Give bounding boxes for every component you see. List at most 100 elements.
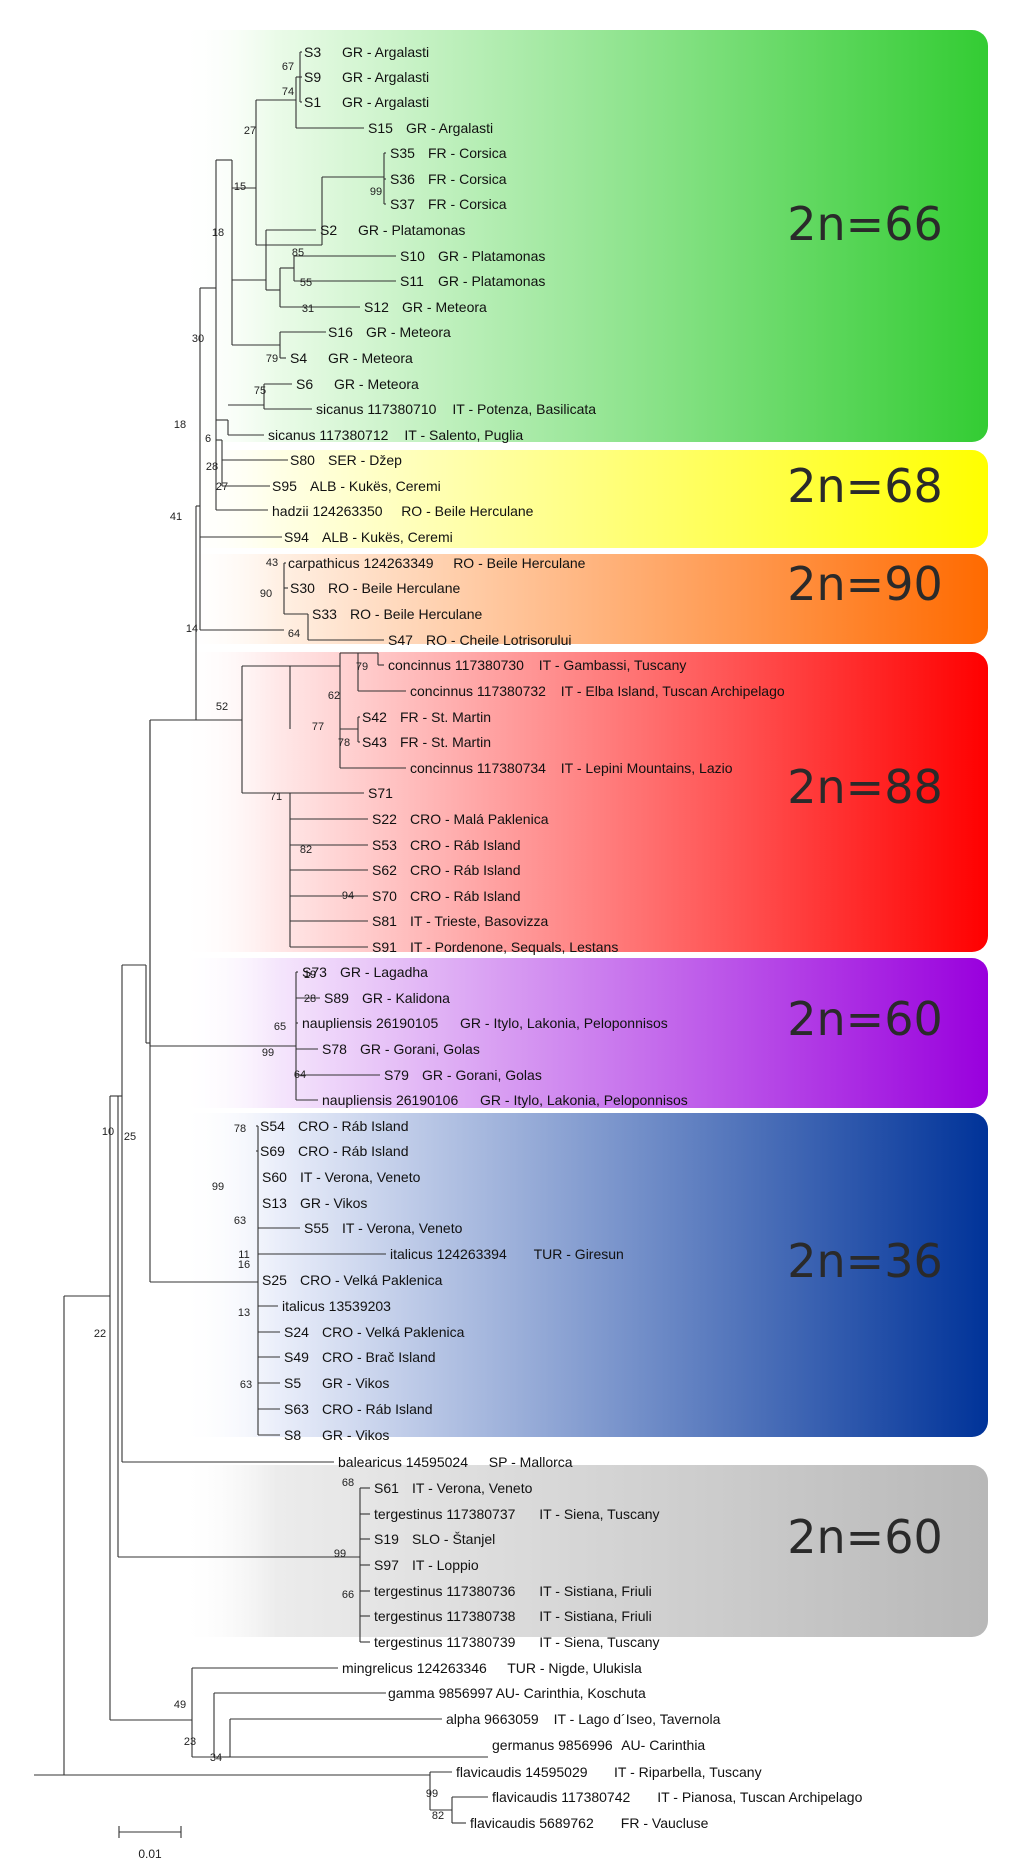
bootstrap-value-36: 25	[124, 1131, 136, 1143]
leaf-id: S91	[372, 939, 397, 955]
ploidy-group-bands	[180, 30, 988, 1637]
bootstrap-value-6: 55	[300, 277, 312, 289]
leaf-id: S73	[302, 964, 327, 980]
leaf-11: S16 GR - Meteora	[328, 324, 451, 340]
bootstrap-value-38: 99	[212, 1181, 224, 1193]
leaf-id: S11	[400, 273, 424, 289]
leaf-id: S78	[322, 1041, 347, 1057]
leaf-location: FR - Corsica	[428, 145, 507, 161]
bootstrap-value-37: 78	[234, 1123, 246, 1135]
leaf-id: S4	[290, 350, 307, 366]
leaf-location: RO - Beile Herculane	[328, 580, 460, 596]
leaf-location: GR - Argalasti	[406, 120, 493, 136]
leaf-48: S25 CRO - Velká Paklenica	[262, 1272, 443, 1288]
leaf-id: flavicaudis 117380742	[492, 1789, 631, 1805]
scale-bar-label: 0.01	[138, 1847, 162, 1861]
bootstrap-value-42: 13	[238, 1307, 250, 1319]
leaf-location: GR - Platamonas	[438, 248, 545, 264]
tree-branches	[34, 51, 488, 1824]
bootstrap-value-50: 34	[210, 1752, 222, 1764]
bootstrap-value-51: 99	[426, 1788, 438, 1800]
leaf-location: IT - Sistiana, Friuli	[539, 1583, 652, 1599]
leaf-location: IT - Gambassi, Tuscany	[539, 657, 687, 673]
leaf-id: S71	[368, 785, 393, 801]
leaf-id: sicanus 117380712	[268, 427, 389, 443]
leaf-location: FR - Vaucluse	[621, 1815, 709, 1831]
leaf-id: S63	[284, 1401, 309, 1417]
leaf-id: balearicus 14595024	[338, 1454, 468, 1470]
leaf-location: RO - Cheile Lotrisorului	[426, 632, 572, 648]
leaf-id: S25	[262, 1272, 287, 1288]
leaf-id: alpha 9663059	[446, 1711, 539, 1727]
leaf-39: S78 GR - Gorani, Golas	[322, 1041, 480, 1057]
leaf-location: GR - Kalidona	[362, 990, 450, 1006]
bootstrap-value-49: 23	[184, 1736, 196, 1748]
leaf-location: CRO - Ráb Island	[410, 837, 520, 853]
leaf-id: S81	[372, 913, 397, 929]
leaf-location: RO - Beile Herculane	[453, 555, 585, 571]
bootstrap-value-11: 75	[254, 385, 266, 397]
leaf-location: GR - Gorani, Golas	[360, 1041, 480, 1057]
leaf-location: FR - St. Martin	[400, 709, 491, 725]
group-band-4	[180, 958, 988, 1108]
leaf-location: GR - Meteora	[328, 350, 413, 366]
leaf-location: GR - Argalasti	[342, 94, 429, 110]
leaf-id: S60	[262, 1169, 287, 1185]
leaf-id: S37	[390, 196, 415, 212]
leaf-id: S36	[390, 171, 415, 187]
leaf-id: germanus 9856996	[492, 1737, 613, 1753]
bootstrap-value-12: 18	[174, 419, 186, 431]
bootstrap-value-29: 19	[304, 969, 316, 981]
leaf-location: GR - Vikos	[322, 1375, 389, 1391]
bootstrap-value-2: 27	[244, 125, 256, 137]
bootstrap-value-4: 99	[370, 186, 382, 198]
leaf-id: tergestinus 117380737	[374, 1506, 516, 1522]
leaf-location: AU- Carinthia	[621, 1737, 705, 1753]
leaf-id: S16	[328, 324, 353, 340]
bootstrap-value-23: 77	[312, 721, 324, 733]
bootstrap-value-1: 74	[282, 86, 294, 98]
leaf-location: GR - Meteora	[366, 324, 451, 340]
leaf-location: CRO - Ráb Island	[410, 862, 520, 878]
leaf-location: CRO - Velká Paklenica	[300, 1272, 443, 1288]
group-label-0: 2n=66	[787, 197, 943, 251]
leaf-id: gamma 9856997	[388, 1685, 493, 1701]
leaf-location: RO - Beile Herculane	[350, 606, 482, 622]
leaf-27: S43 FR - St. Martin	[362, 734, 491, 750]
leaf-id: hadzii 124263350	[272, 503, 383, 519]
leaf-id: S43	[362, 734, 387, 750]
leaf-location: GR - Vikos	[322, 1427, 389, 1443]
leaf-location: IT - Pianosa, Tuscan Archipelago	[657, 1789, 862, 1805]
group-label-6: 2n=60	[787, 1510, 943, 1564]
leaf-location: FR - St. Martin	[400, 734, 491, 750]
leaf-location: GR - Itylo, Lakonia, Peloponnisos	[480, 1092, 688, 1108]
bootstrap-value-17: 43	[266, 557, 278, 569]
